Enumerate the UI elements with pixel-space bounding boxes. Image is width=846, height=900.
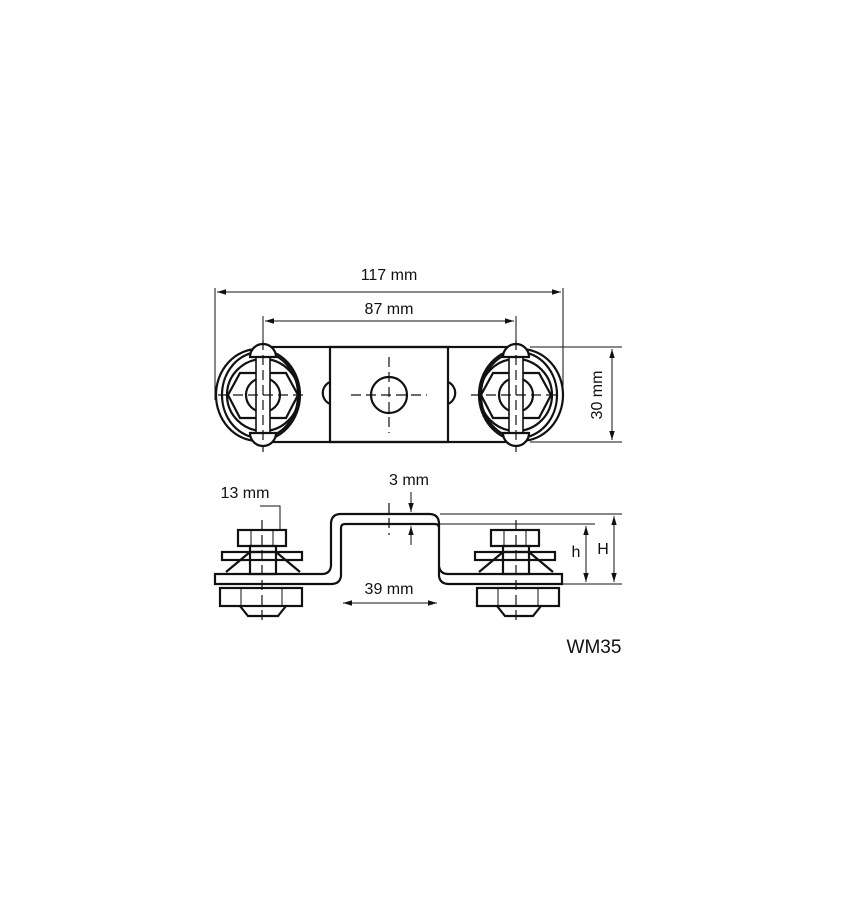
- right-clamp: [471, 340, 565, 452]
- model-code-label: WM35: [567, 637, 622, 658]
- dim-inner-height-label: h: [572, 544, 581, 561]
- left-fastener: [218, 520, 304, 622]
- dim-total-height-label: H: [597, 541, 609, 558]
- dim-overall-length-label: 117 mm: [361, 267, 418, 284]
- dim-width-label: 30 mm: [589, 371, 606, 420]
- top-view: 117 mm 87 mm 30 mm: [214, 267, 622, 452]
- dim-hole-spacing-label: 87 mm: [365, 301, 414, 318]
- dim-thickness-label: 3 mm: [389, 472, 429, 489]
- dim-bridge-width-label: 39 mm: [365, 581, 414, 598]
- right-fastener: [473, 520, 561, 622]
- left-clamp: [214, 340, 308, 452]
- side-view: 13 mm 3 mm 39 mm h H: [213, 472, 622, 622]
- dim-nut-size-label: 13 mm: [221, 485, 270, 502]
